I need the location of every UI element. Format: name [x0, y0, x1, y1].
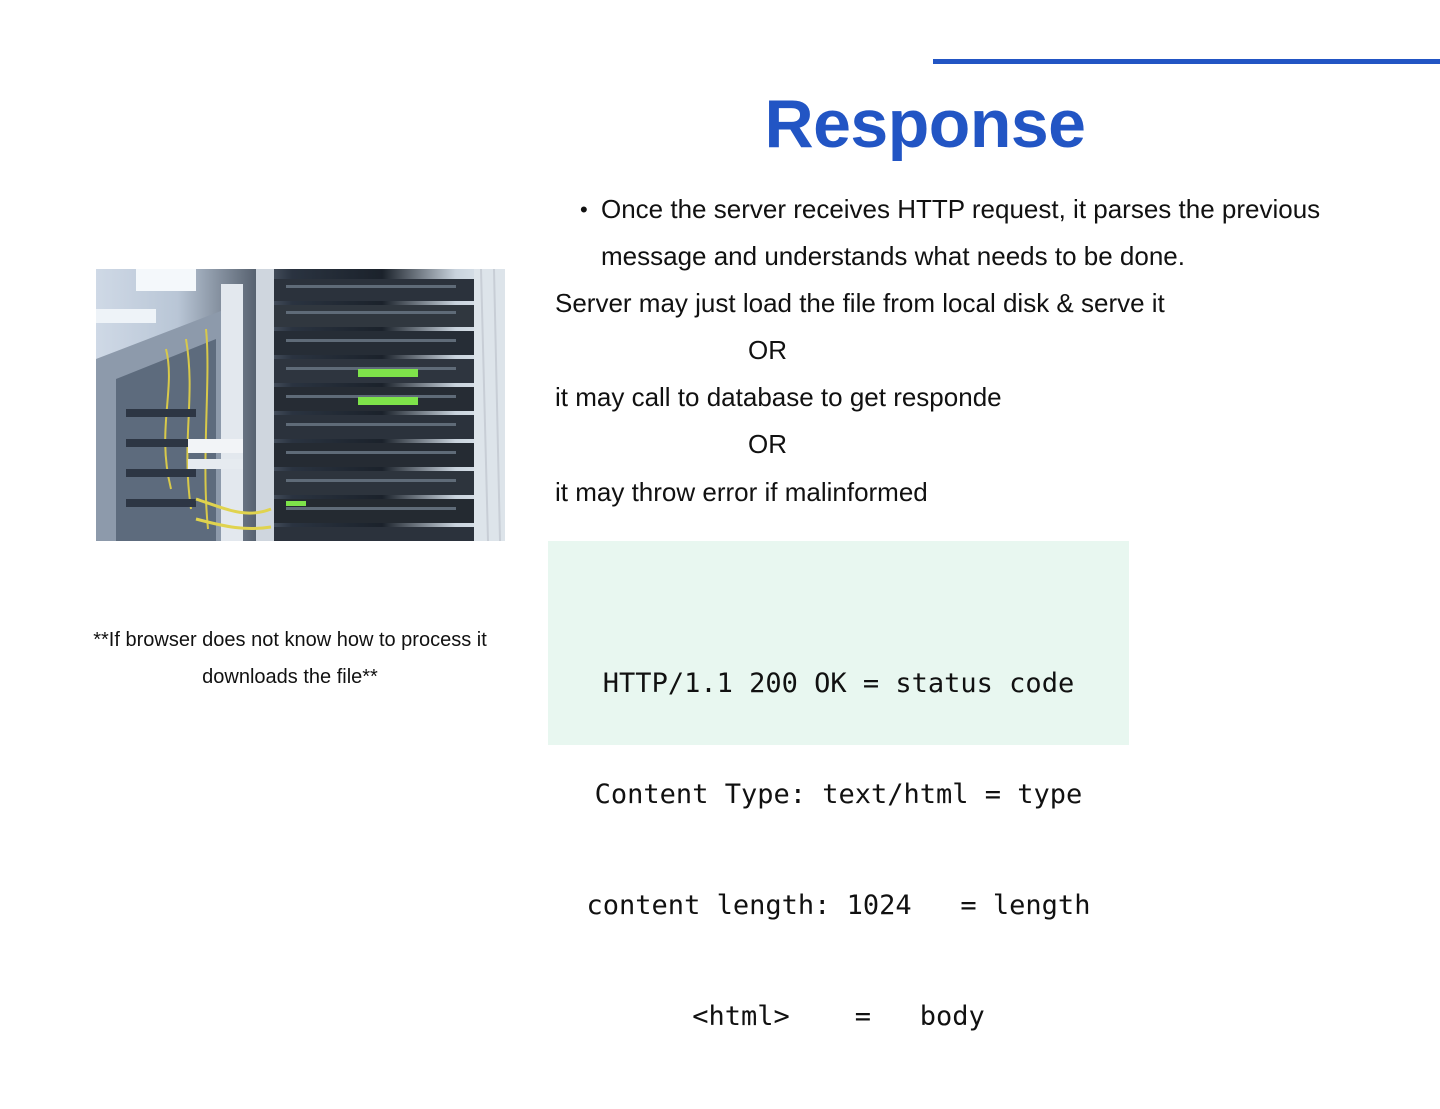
- body-line-1: Server may just load the file from local…: [555, 288, 1165, 318]
- body-line-2: it may call to database to get responde: [555, 382, 1002, 412]
- accent-rule: [933, 59, 1440, 64]
- http-response-code: HTTP/1.1 200 OK = status code Content Ty…: [548, 591, 1129, 1109]
- code-line-body: <html> = body: [692, 1001, 985, 1032]
- download-note: **If browser does not know how to proces…: [93, 629, 487, 688]
- body-line-or-1: OR: [748, 335, 787, 365]
- code-line-type: Content Type: text/html = type: [594, 779, 1083, 810]
- server-rack-icon: [96, 269, 505, 541]
- bullet-dot-icon: •: [580, 197, 588, 222]
- body-line-or-2: OR: [748, 429, 787, 459]
- body-line-3: it may throw error if malinformed: [555, 477, 928, 507]
- code-line-length: content length: 1024 = length: [586, 890, 1091, 921]
- slide-title: Response: [764, 86, 1087, 162]
- bullet-text: Once the server receives HTTP request, i…: [601, 194, 1321, 271]
- server-rack-photo: [96, 269, 505, 541]
- slide: Response • Once the server receives HTTP…: [93, 59, 1440, 1032]
- http-response-code-box: HTTP/1.1 200 OK = status code Content Ty…: [548, 541, 1129, 1032]
- code-line-status: HTTP/1.1 200 OK = status code: [602, 668, 1075, 699]
